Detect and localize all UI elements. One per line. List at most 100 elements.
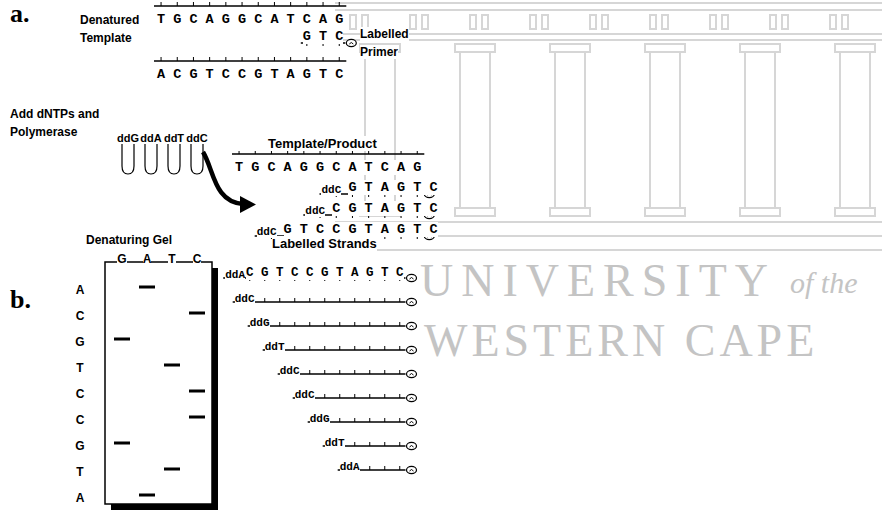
base-tick [290, 2, 291, 6]
label-slot: ddC [235, 288, 255, 306]
base-tick [384, 322, 385, 326]
reaction-tube [145, 142, 157, 174]
base-tick [287, 151, 288, 154]
base-tick [399, 442, 400, 446]
label-slot: C [76, 306, 85, 324]
base-tick [339, 418, 340, 422]
label-slot: ddC [186, 128, 207, 146]
base-tick [354, 370, 355, 374]
base-call: G [75, 439, 84, 453]
label-tag [346, 39, 356, 46]
label-slot: T [76, 462, 83, 480]
base-tick [354, 442, 355, 446]
label-slot: C [76, 410, 85, 428]
base-tick [242, 2, 243, 6]
base-call: A [76, 491, 85, 505]
label-slot: Labelled Primer [360, 24, 416, 59]
label-slot: G [117, 249, 126, 267]
base-tick [225, 2, 226, 6]
caption-label: Template/Product [268, 136, 377, 151]
base-tick [264, 298, 265, 302]
dna-strand: A C G T C C G T A G T C [157, 67, 343, 82]
dna-strand: T G C A G G C A T C A G [157, 12, 343, 27]
base-call: G [75, 335, 84, 349]
base-tick [279, 298, 280, 302]
base-tick [399, 418, 400, 422]
base-tick [369, 370, 370, 374]
dideoxy-label: ddC [235, 293, 255, 305]
base-tick [258, 2, 259, 6]
label-slot: ddA [140, 128, 161, 146]
label-slot: T [76, 358, 83, 376]
base-tick [369, 298, 370, 302]
base-tick [239, 151, 240, 154]
base-tick [309, 298, 310, 302]
base-tick [303, 151, 304, 154]
base-tick [384, 466, 385, 470]
gel-band [189, 390, 205, 393]
label-slot: of the [790, 266, 858, 299]
dna-strand: G T C [303, 29, 344, 44]
base-tick [320, 151, 321, 154]
strand-backbone [248, 325, 406, 326]
label-slot: ddC [305, 200, 325, 218]
base-tick [177, 2, 178, 6]
base-tick [274, 57, 275, 61]
label-slot: Template/Product [268, 134, 377, 152]
base-tick [294, 346, 295, 350]
label-slot: A C G T C C G T A G T C [157, 64, 343, 83]
lane-header: T [168, 252, 175, 266]
arrow-head [240, 196, 256, 213]
lane-header: G [117, 252, 126, 266]
base-tick [399, 346, 400, 350]
base-tick [339, 57, 340, 61]
gel-band [114, 442, 130, 445]
base-tick [354, 298, 355, 302]
caption-label: Labelled Strands [272, 236, 377, 251]
label-slot: G T A G T C [348, 177, 437, 196]
base-tick [369, 418, 370, 422]
gel-band [139, 494, 155, 497]
base-tick [306, 2, 307, 6]
watermark: UNIVERSITY [420, 255, 776, 306]
label-slot: ddT [265, 336, 285, 354]
base-tick [384, 418, 385, 422]
base-tick [399, 322, 400, 326]
base-call: A [76, 283, 85, 297]
base-tick [384, 346, 385, 350]
label-slot: C G T C C G T A G T C [246, 262, 404, 281]
dna-strand: C G T C C G T A G T C [246, 266, 404, 280]
label-slot: ddC [321, 179, 341, 197]
label-slot: C G T A G T C [332, 198, 437, 217]
base-tick [384, 394, 385, 398]
label-slot: ddG [117, 128, 139, 146]
base-tick [368, 151, 369, 154]
dideoxy-label: ddG [310, 413, 330, 425]
base-tick [354, 346, 355, 350]
base-tick [294, 322, 295, 326]
label-slot: ddG [250, 312, 270, 330]
base-tick [339, 298, 340, 302]
gel-shadow [111, 504, 218, 510]
strand-backbone [233, 301, 406, 302]
base-tick [193, 57, 194, 61]
label-tag [407, 274, 417, 281]
gel-band [139, 286, 155, 289]
base-tick [354, 394, 355, 398]
base-tick [324, 322, 325, 326]
base-tick [225, 57, 226, 61]
label-tag [407, 298, 417, 305]
label-slot: T G C A G G C A T C A G [157, 9, 343, 28]
label-slot: T G C A G G C A T C A G [235, 157, 421, 176]
gel-band [114, 338, 130, 341]
label-slot: ddC [295, 384, 315, 402]
panel-letter: a. [10, 0, 30, 28]
reaction-tube [122, 142, 134, 174]
base-tick [401, 151, 402, 154]
label-slot: ddG [310, 408, 330, 426]
base-tick [384, 370, 385, 374]
base-tick [336, 151, 337, 154]
base-tick [369, 394, 370, 398]
roof-line [335, 39, 882, 41]
lane-header: C [193, 252, 202, 266]
